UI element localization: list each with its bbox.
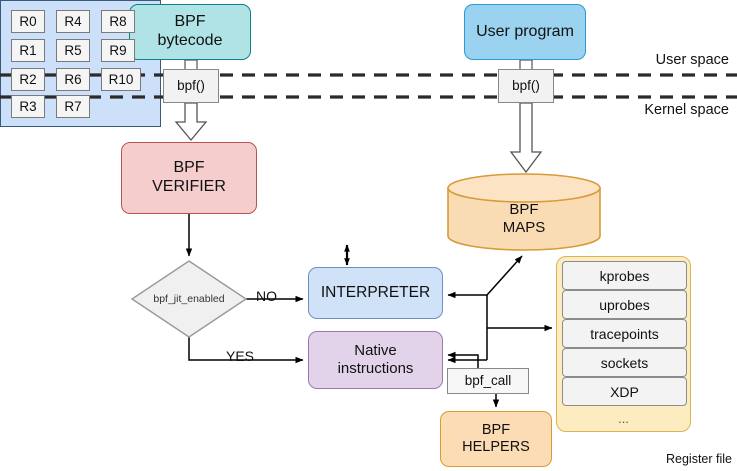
interpreter-label: INTERPRETER (320, 283, 431, 301)
bpf-verifier-line2: VERIFIER (152, 178, 226, 195)
native-instructions-line1: Native (354, 342, 397, 360)
register-r3: R3 (11, 95, 45, 118)
edge-label-no: NO (256, 288, 277, 304)
bpf-call-label: bpf_call (464, 373, 512, 389)
arrow-syscall-to-maps (509, 102, 543, 174)
decision-diamond (130, 260, 248, 338)
register-r0: R0 (11, 10, 45, 33)
bpf-syscall-right-label: bpf() (512, 78, 540, 94)
bpf-jit-enabled-label: bpf_jit_enabled (153, 293, 225, 305)
event-item-sockets[interactable]: sockets (562, 348, 687, 377)
interpreter-box[interactable]: INTERPRETER (308, 267, 443, 319)
event-item-tracepoints[interactable]: tracepoints (562, 319, 687, 348)
bpf-maps-cylinder (447, 173, 601, 251)
bpf-syscall-left-label: bpf() (177, 78, 205, 94)
user-program-box[interactable]: User program (464, 4, 586, 60)
register-r7: R7 (56, 95, 90, 118)
edge-label-yes: YES (226, 348, 255, 364)
register-r1: R1 (11, 39, 45, 62)
bpf-call-box[interactable]: bpf_call (447, 368, 529, 394)
bpf-verifier-line1: BPF (173, 159, 205, 177)
event-item-kprobes[interactable]: kprobes (562, 261, 687, 290)
arrow-bus-events (447, 255, 553, 364)
event-item-uprobes[interactable]: uprobes (562, 290, 687, 319)
register-r9: R9 (101, 39, 135, 62)
bpf-helpers-box[interactable]: BPF HELPERS (440, 411, 552, 467)
user-program-label: User program (476, 22, 574, 40)
register-r10: R10 (101, 68, 141, 91)
event-item-xdp[interactable]: XDP (562, 377, 687, 406)
bpf-bytecode-box[interactable]: BPF bytecode (129, 4, 251, 60)
bpf-maps-line1: BPF (509, 201, 539, 218)
kernel-space-label: Kernel space (644, 102, 729, 118)
bpf-bytecode-line2: bytecode (157, 32, 223, 49)
register-r4: R4 (56, 10, 90, 33)
bpf-bytecode-line1: BPF (174, 13, 206, 31)
bpf-maps-label[interactable]: BPF MAPS (448, 194, 600, 244)
register-r2: R2 (11, 68, 45, 91)
register-r5: R5 (56, 39, 90, 62)
register-r8: R8 (101, 10, 135, 33)
arrow-syscall-to-verifier (174, 102, 208, 142)
native-instructions-box[interactable]: Native instructions (308, 331, 443, 389)
bpf-syscall-left-box[interactable]: bpf() (163, 69, 219, 103)
register-r6: R6 (56, 68, 90, 91)
bpf-syscall-right-box[interactable]: bpf() (498, 69, 554, 103)
register-file-caption: Register file (666, 452, 732, 466)
bpf-helpers-line2: HELPERS (462, 439, 530, 455)
arrow-yes-to-native (188, 337, 304, 364)
bpf-jit-enabled-decision[interactable]: bpf_jit_enabled (132, 261, 246, 337)
event-item-ellipsis: ... (618, 410, 629, 426)
native-instructions-line2: instructions (337, 360, 414, 377)
user-space-label: User space (655, 52, 729, 68)
bpf-helpers-line1: BPF (481, 421, 511, 438)
bpf-maps-line2: MAPS (502, 219, 546, 236)
bpf-verifier-box[interactable]: BPF VERIFIER (121, 142, 257, 214)
arrow-bpfcall-to-native (447, 351, 479, 368)
